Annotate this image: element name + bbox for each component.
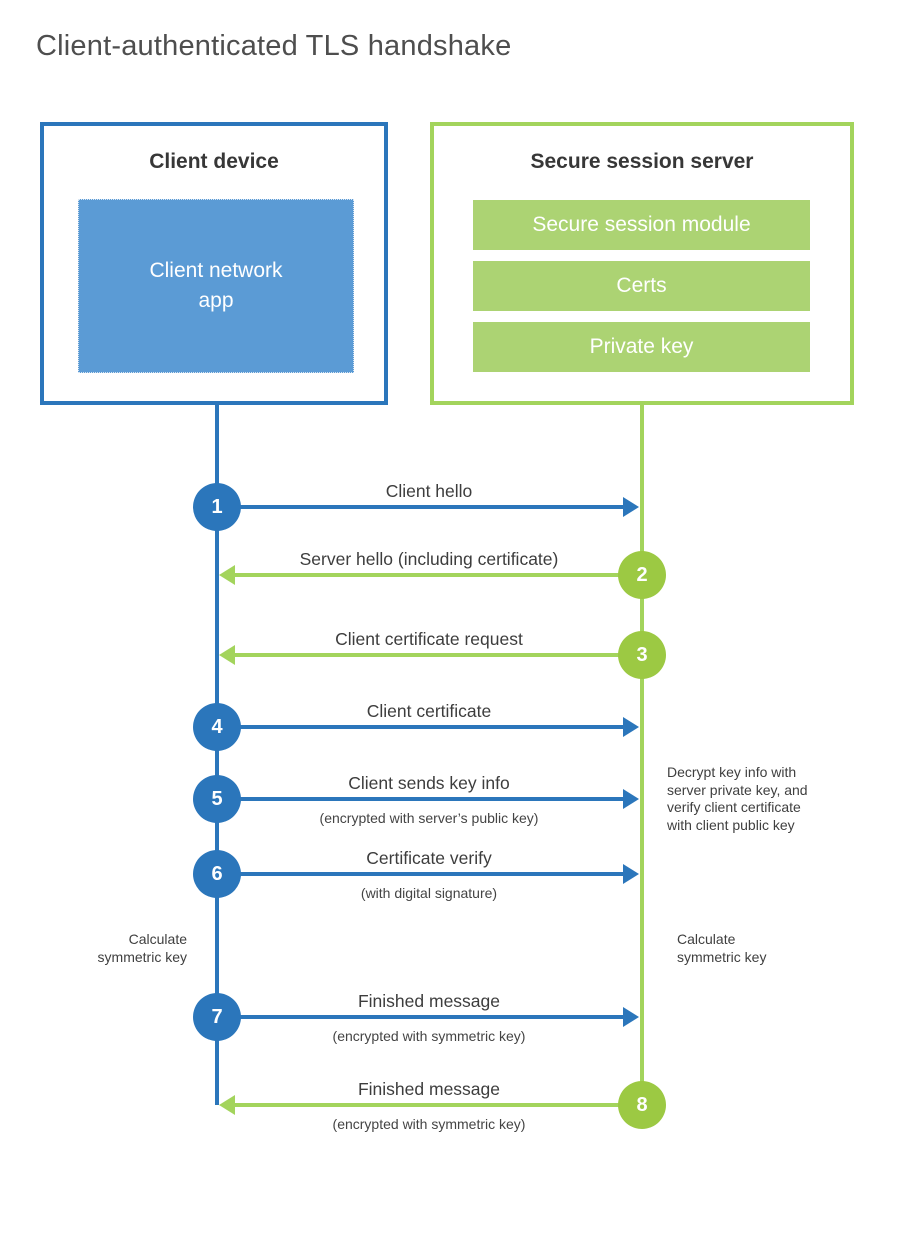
step-label: Client certificate [366,701,492,721]
arrow-right-icon [217,789,639,809]
step-circle: 3 [618,631,666,679]
client-network-app-box: Client network app [78,199,354,373]
server-module-private-key: Private key [473,322,810,372]
arrow-right-icon [217,717,639,737]
client-lifeline [215,405,219,1105]
calc-symmetric-key-server-note: Calculate symmetric key [677,931,767,965]
server-module-secure-session: Secure session module [473,200,810,250]
step-label: Finished message [357,1079,501,1099]
arrow-right-icon [217,1007,639,1027]
step-sublabel: (encrypted with server’s public key) [319,810,539,826]
step-label: Server hello (including certificate) [299,549,559,569]
step-label: Client hello [385,481,473,501]
client-device-title: Client device [149,150,279,173]
step-label: Client certificate request [335,629,523,649]
step-circle: 2 [618,551,666,599]
step-circle: 5 [193,775,241,823]
server-lifeline [640,405,644,1105]
step-circle: 1 [193,483,241,531]
step-sublabel: (encrypted with symmetric key) [332,1116,526,1132]
arrow-left-icon [219,645,640,665]
step-circle: 6 [193,850,241,898]
decrypt-key-note: Decrypt key info with server private key… [667,764,808,833]
step-circle: 8 [618,1081,666,1129]
arrow-left-icon [219,565,640,585]
step-label: Client sends key info [348,773,510,793]
calc-symmetric-key-client-note: Calculate symmetric key [97,931,187,965]
arrow-right-icon [217,864,639,884]
step-sublabel: (with digital signature) [360,885,498,901]
step-sublabel: (encrypted with symmetric key) [332,1028,526,1044]
server-module-certs: Certs [473,261,810,311]
arrow-right-icon [217,497,639,517]
step-circle: 7 [193,993,241,1041]
step-label: Finished message [357,991,501,1011]
step-circle: 4 [193,703,241,751]
arrow-left-icon [219,1095,640,1115]
step-label: Certificate verify [366,848,492,868]
server-title: Secure session server [530,150,754,173]
page-title: Client-authenticated TLS handshake [36,30,512,62]
